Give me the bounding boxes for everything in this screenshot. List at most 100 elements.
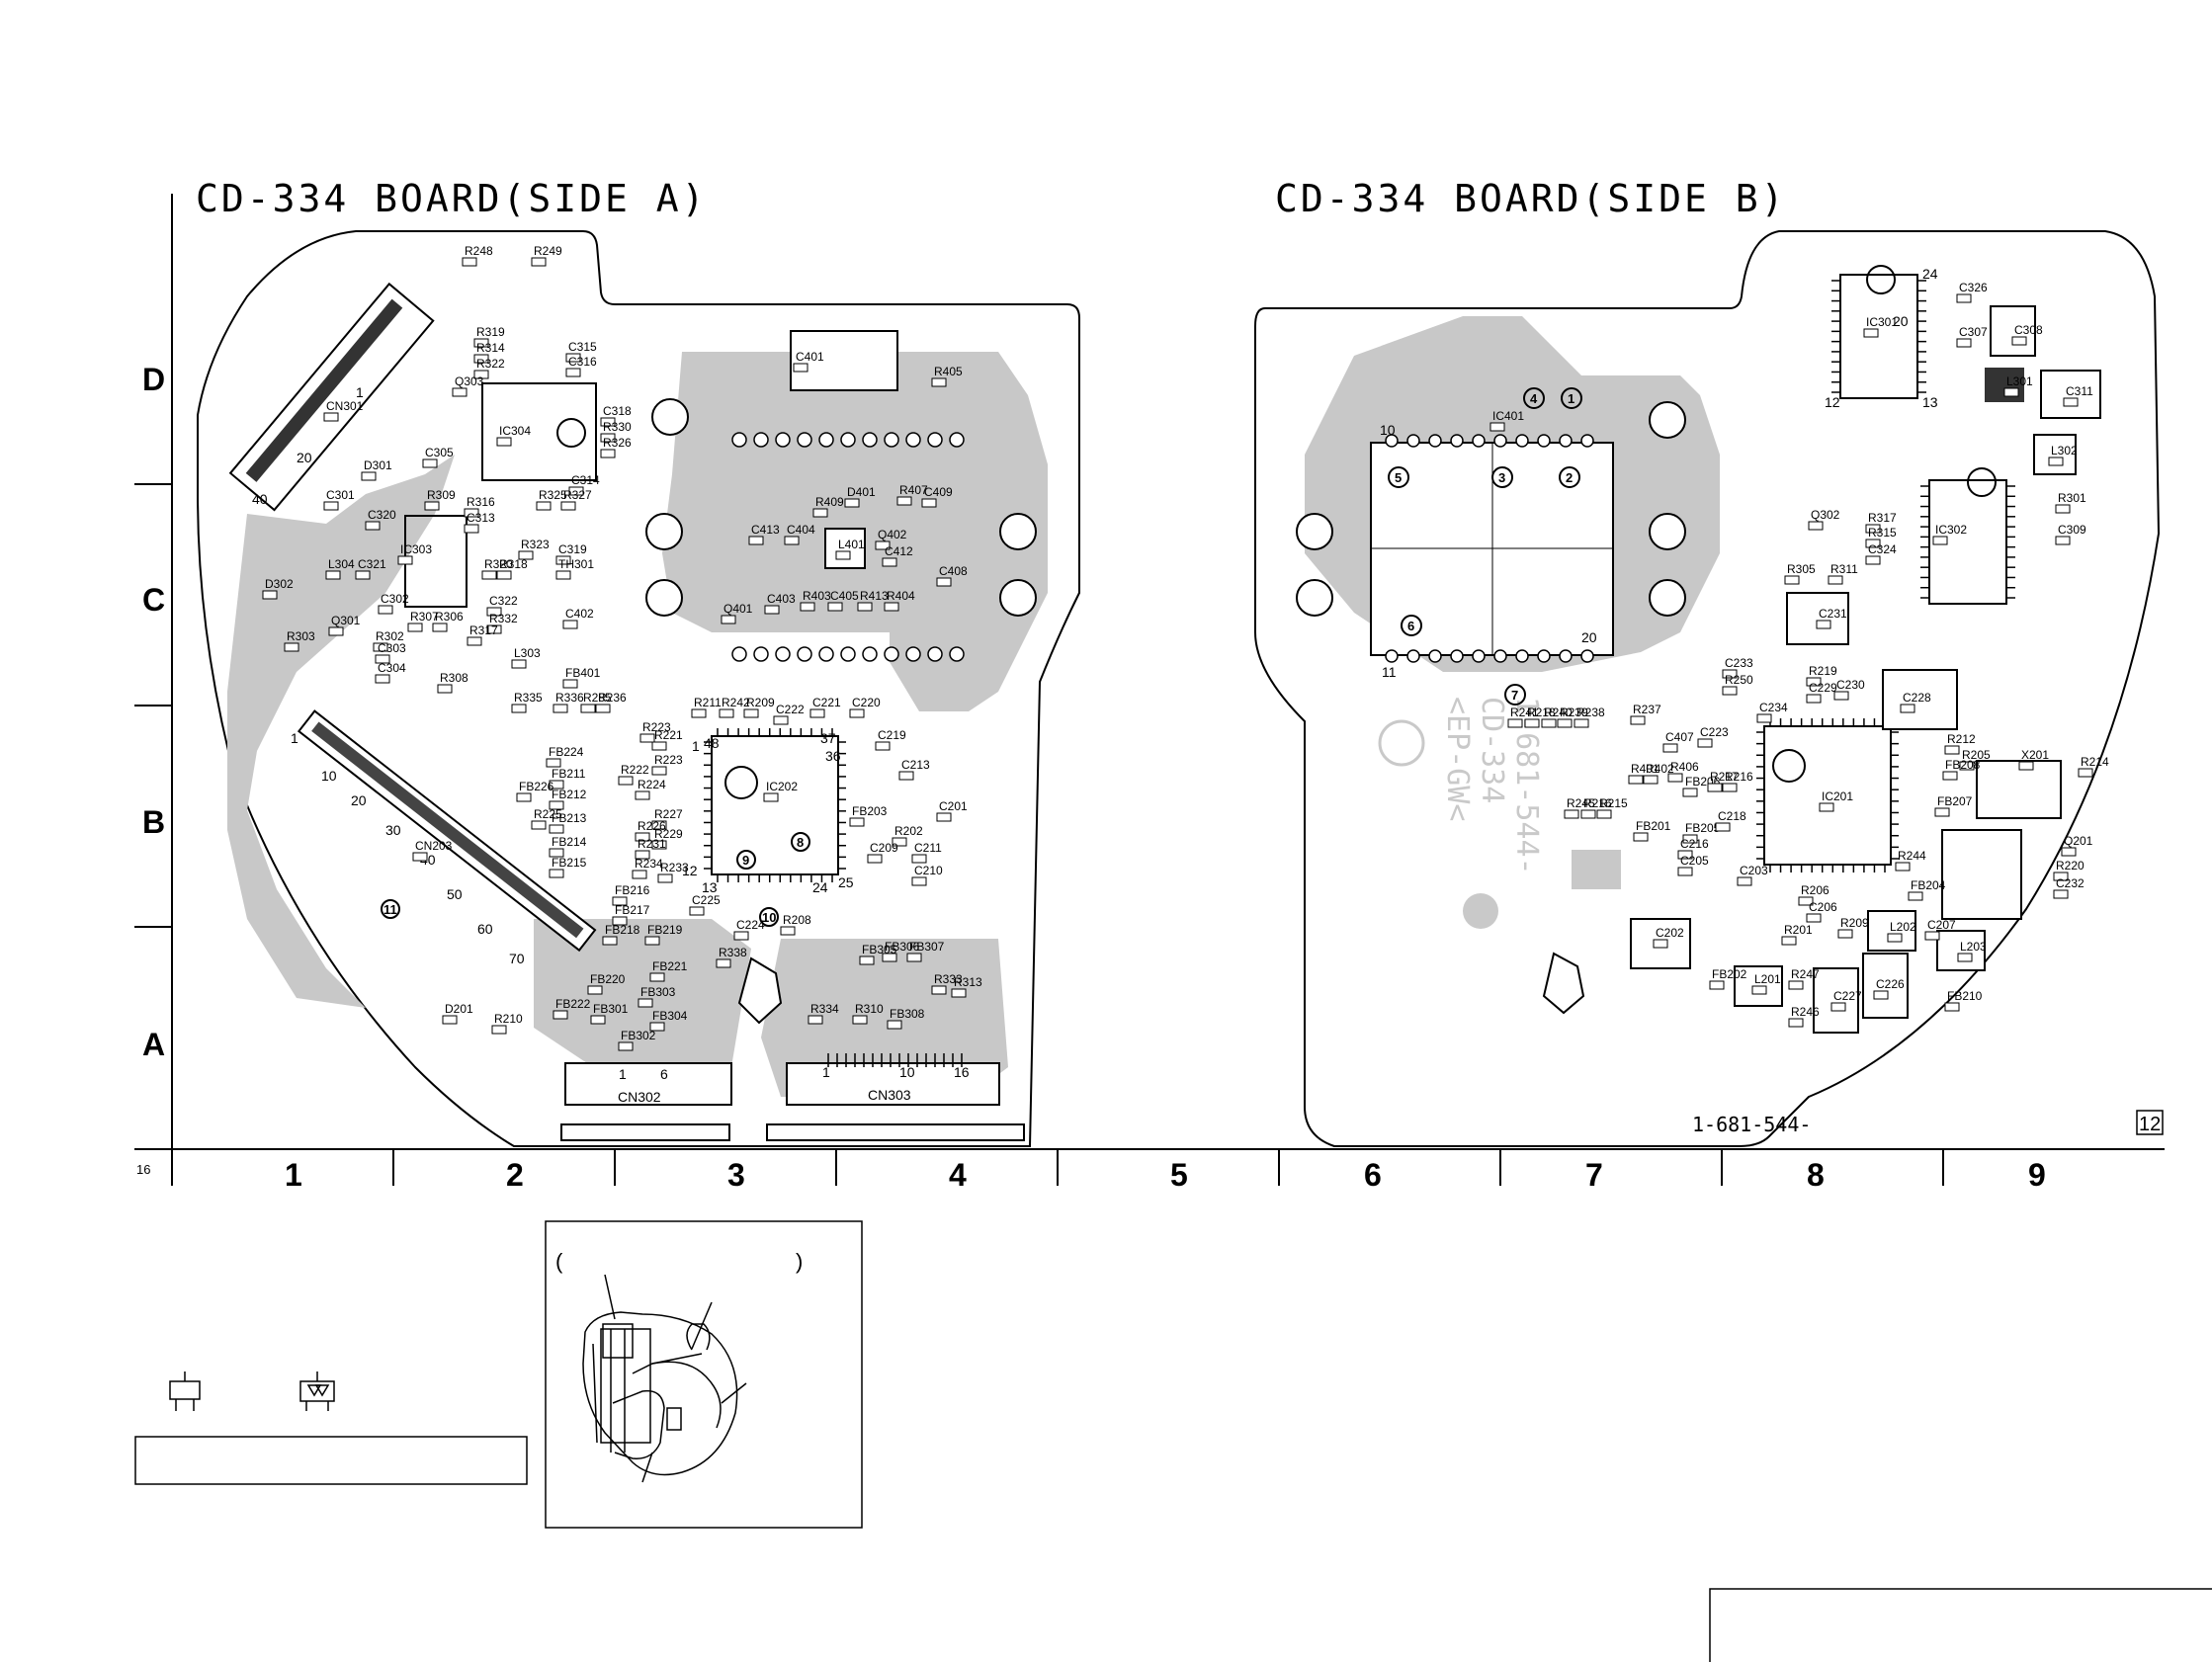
svg-text:7: 7	[1511, 688, 1518, 703]
svg-text:4: 4	[1530, 391, 1538, 406]
pad	[797, 646, 812, 662]
component-ref-label: R323	[521, 538, 550, 551]
component-pad	[516, 792, 532, 802]
cn302-label: CN302	[618, 1089, 661, 1105]
component-pad	[1873, 990, 1889, 1000]
component-pad	[452, 387, 468, 397]
component-ref-label: FB215	[552, 856, 587, 870]
component-pad	[1707, 783, 1723, 792]
component-ref-label: FB204	[1911, 878, 1946, 892]
component-pad	[565, 368, 581, 377]
component-pad	[325, 570, 341, 580]
pad	[862, 646, 878, 662]
component-ref-label: R218	[1527, 706, 1556, 719]
component-pad	[407, 623, 423, 632]
component-ref-label: R409	[815, 495, 844, 509]
component-pad	[587, 985, 603, 995]
component-pad	[852, 1015, 868, 1025]
component-pad	[857, 602, 873, 612]
cn203-pin: 50	[447, 886, 463, 902]
component-pad	[719, 708, 734, 718]
component-pad	[355, 570, 371, 580]
component-pad	[1653, 939, 1668, 949]
component-ref-label: FB218	[605, 923, 640, 937]
component-ref-label: R318	[499, 557, 528, 571]
pad	[731, 646, 747, 662]
row-label-c: C	[142, 582, 165, 618]
cn302-pin-first: 1	[619, 1066, 627, 1082]
component-ref-label: R311	[1830, 562, 1858, 576]
component-pad	[511, 659, 527, 669]
component-pad	[1865, 524, 1881, 534]
mount-hole	[1649, 513, 1686, 550]
component-pad	[602, 936, 618, 946]
component-ref-label: R247	[1791, 967, 1820, 981]
copper-pour-a4	[534, 919, 751, 1067]
component-pad	[555, 570, 571, 580]
component-ref-label: C305	[425, 446, 454, 459]
column-ticks	[171, 1149, 1944, 1186]
pad	[1493, 649, 1507, 663]
board-b-title: CD-334 BOARD(SIDE B)	[1275, 177, 1787, 220]
component-ref-label: FB226	[519, 780, 554, 793]
cn303-pin-mid: 10	[899, 1064, 915, 1080]
component-ref-label: D301	[364, 458, 392, 472]
component-ref-label: R212	[1947, 732, 1976, 746]
mount-hole	[1649, 401, 1686, 439]
ic202-pin: 36	[825, 748, 841, 764]
component-ref-label: R250	[1725, 673, 1753, 687]
component-ref-label: R237	[1633, 703, 1661, 716]
ic301-leads	[1831, 280, 1926, 393]
component-pad	[1751, 985, 1767, 995]
component-ref-label: C321	[358, 557, 386, 571]
svg-text:3: 3	[1498, 470, 1505, 485]
cn203-pin: 30	[385, 822, 401, 838]
component-ref-label: C211	[914, 841, 942, 855]
component-pad	[793, 363, 808, 373]
component-pad	[486, 607, 502, 617]
ic202-pin: 13	[702, 879, 718, 895]
component-pad	[849, 708, 865, 718]
mount-hole	[651, 398, 689, 436]
pad	[1537, 434, 1551, 448]
component-pad	[638, 998, 653, 1008]
test-point-circle: 5	[1388, 466, 1409, 488]
pad	[1450, 434, 1464, 448]
component-ref-label: C229	[1809, 681, 1837, 695]
component-ref-label: R303	[287, 629, 315, 643]
col-label-3: 3	[727, 1157, 745, 1193]
component-pad	[1677, 867, 1693, 876]
component-pad	[882, 953, 897, 962]
mount-hole	[999, 513, 1037, 550]
ic202-body	[711, 735, 839, 875]
component-pad	[1784, 575, 1800, 585]
component-pad	[1722, 669, 1738, 679]
ic401-pin: 10	[1380, 422, 1396, 438]
mount-hole	[1649, 579, 1686, 617]
col-label-1: 1	[285, 1157, 302, 1193]
component-ref-label: C231	[1819, 607, 1847, 621]
component-pad	[875, 540, 891, 550]
pad	[862, 432, 878, 448]
component-ref-label: R327	[563, 488, 592, 502]
component-pad	[375, 654, 390, 664]
col-label-2: 2	[506, 1157, 524, 1193]
component-ref-label: FB203	[852, 804, 888, 818]
component-ref-label: C203	[1740, 864, 1768, 877]
component-ref-label: R319	[476, 325, 505, 339]
component-pad	[649, 1022, 665, 1032]
col-label-8: 8	[1807, 1157, 1825, 1193]
svg-text:8: 8	[797, 835, 804, 850]
component-ref-label: C315	[568, 340, 597, 354]
component-pad	[365, 521, 381, 531]
component-ref-label: R224	[638, 778, 666, 791]
component-pad	[562, 620, 578, 629]
component-pad	[1677, 850, 1693, 860]
component-pad	[809, 708, 825, 718]
component-pad	[875, 741, 891, 751]
component-ref-label: Q302	[1811, 508, 1840, 522]
cn203-pin: 1	[291, 730, 298, 746]
pad	[753, 646, 769, 662]
cn301-pin: 40	[252, 491, 268, 507]
component-pad	[632, 870, 647, 879]
